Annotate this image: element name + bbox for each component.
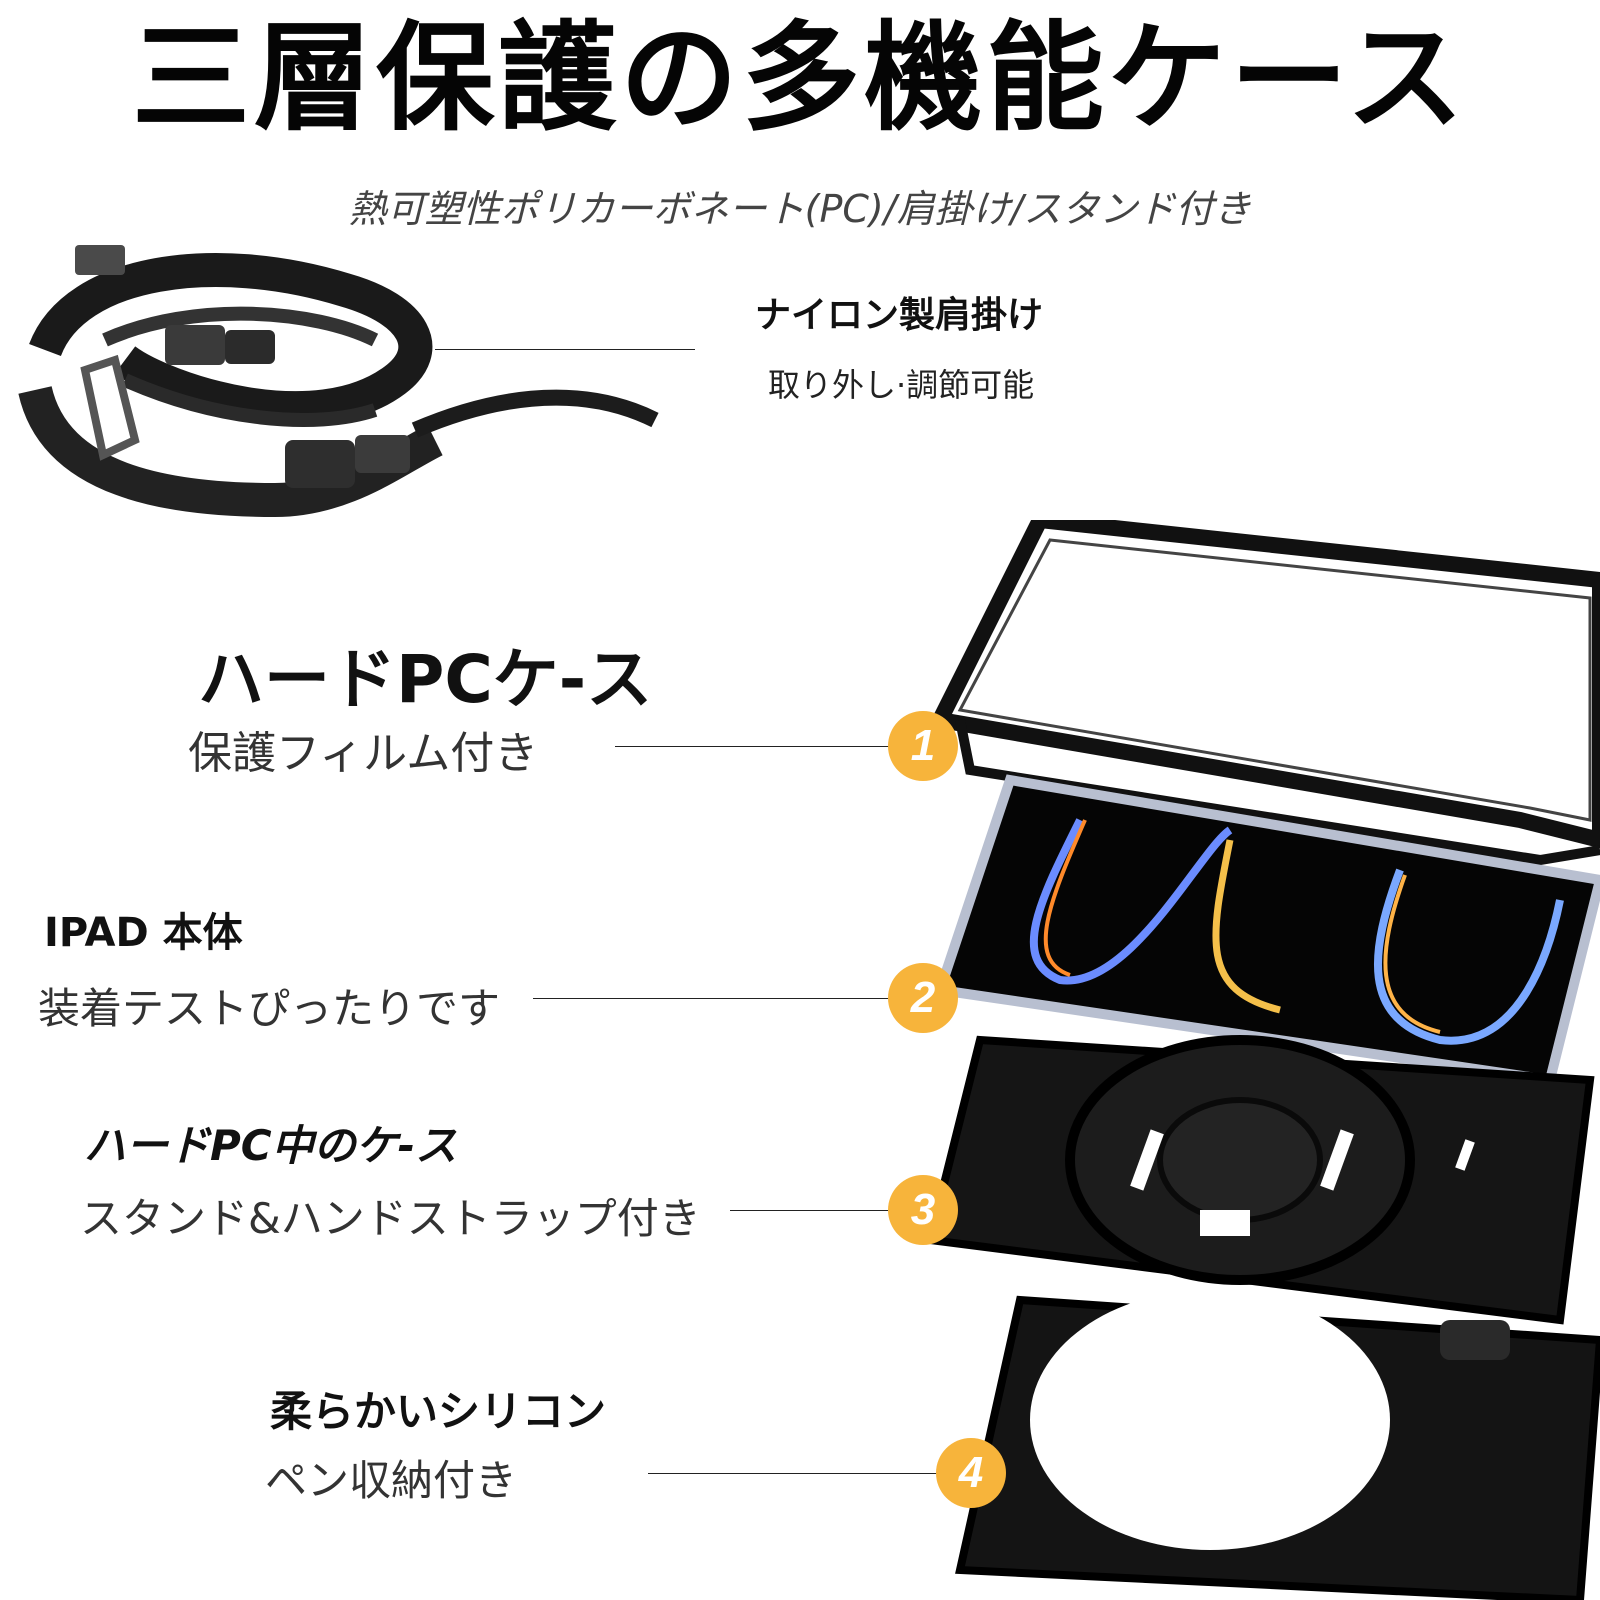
layer-2-badge: 2 [888, 963, 958, 1033]
layer-2-description: 装着テストぴったりです [38, 984, 501, 1033]
layer-3-description: スタンド&ハンドストラップ付き [80, 1194, 701, 1243]
strap-leader-line [435, 349, 695, 350]
strap-title: ナイロン製肩掛け [755, 295, 1044, 336]
layer-1-description: 保護フィルム付き [188, 728, 539, 779]
layer-4-leader-line [648, 1473, 938, 1474]
layer-1-badge: 1 [888, 711, 958, 781]
shoulder-strap-image [18, 245, 659, 518]
layer-2-leader-line [533, 998, 888, 999]
main-title: 三層保護の多機能ケース [131, 9, 1469, 147]
layer-3-title: ハードPC中のケ-ス [84, 1121, 458, 1170]
layer-4-title: 柔らかいシリコン [270, 1387, 607, 1436]
layer-2-title: IPAD 本体 [44, 910, 243, 956]
layer-1-leader-line [615, 746, 890, 747]
layer-3-badge: 3 [888, 1175, 958, 1245]
layer-1-title: ハードPCケ-ス [198, 641, 653, 718]
subtitle: 熱可塑性ポリカーボネート(PC)/肩掛け/スタンド付き [348, 187, 1252, 231]
layer-3-leader-line [730, 1210, 888, 1211]
strap-description: 取り外し·調節可能 [768, 366, 1035, 404]
layer-4-description: ペン収納付き [265, 1456, 518, 1505]
layer-4-badge: 4 [936, 1438, 1006, 1508]
exploded-case-image [925, 520, 1600, 1600]
